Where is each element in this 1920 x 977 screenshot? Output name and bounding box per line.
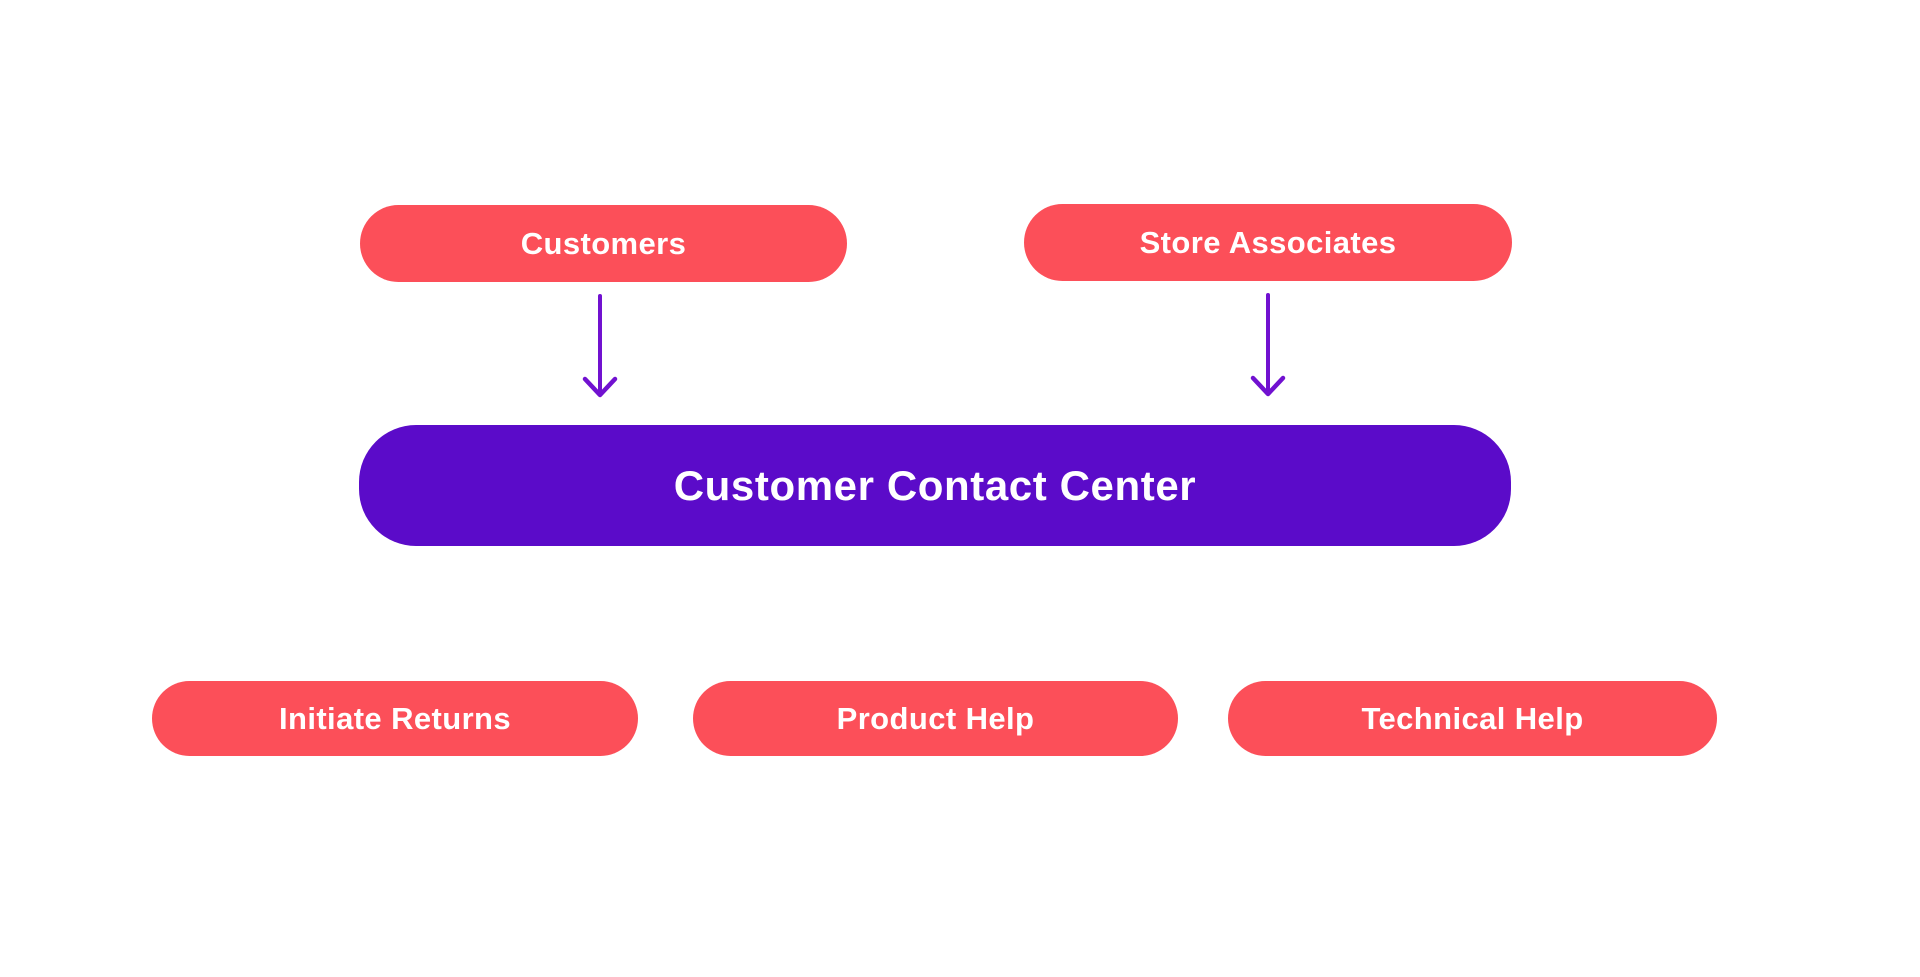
node-customers: Customers (360, 205, 847, 282)
node-product-help: Product Help (693, 681, 1178, 756)
node-customer-contact-center: Customer Contact Center (359, 425, 1511, 546)
node-technical-help-label: Technical Help (1361, 700, 1584, 736)
node-customer-contact-center-label: Customer Contact Center (673, 461, 1197, 509)
node-initiate-returns-label: Initiate Returns (278, 700, 512, 736)
node-technical-help: Technical Help (1228, 681, 1717, 756)
down-arrow-icon (582, 294, 618, 398)
node-customers-label: Customers (520, 225, 687, 261)
node-product-help-label: Product Help (836, 700, 1035, 736)
node-initiate-returns: Initiate Returns (152, 681, 638, 756)
node-store-associates-label: Store Associates (1139, 224, 1397, 260)
down-arrow-icon (1250, 293, 1286, 397)
node-store-associates: Store Associates (1024, 204, 1512, 281)
